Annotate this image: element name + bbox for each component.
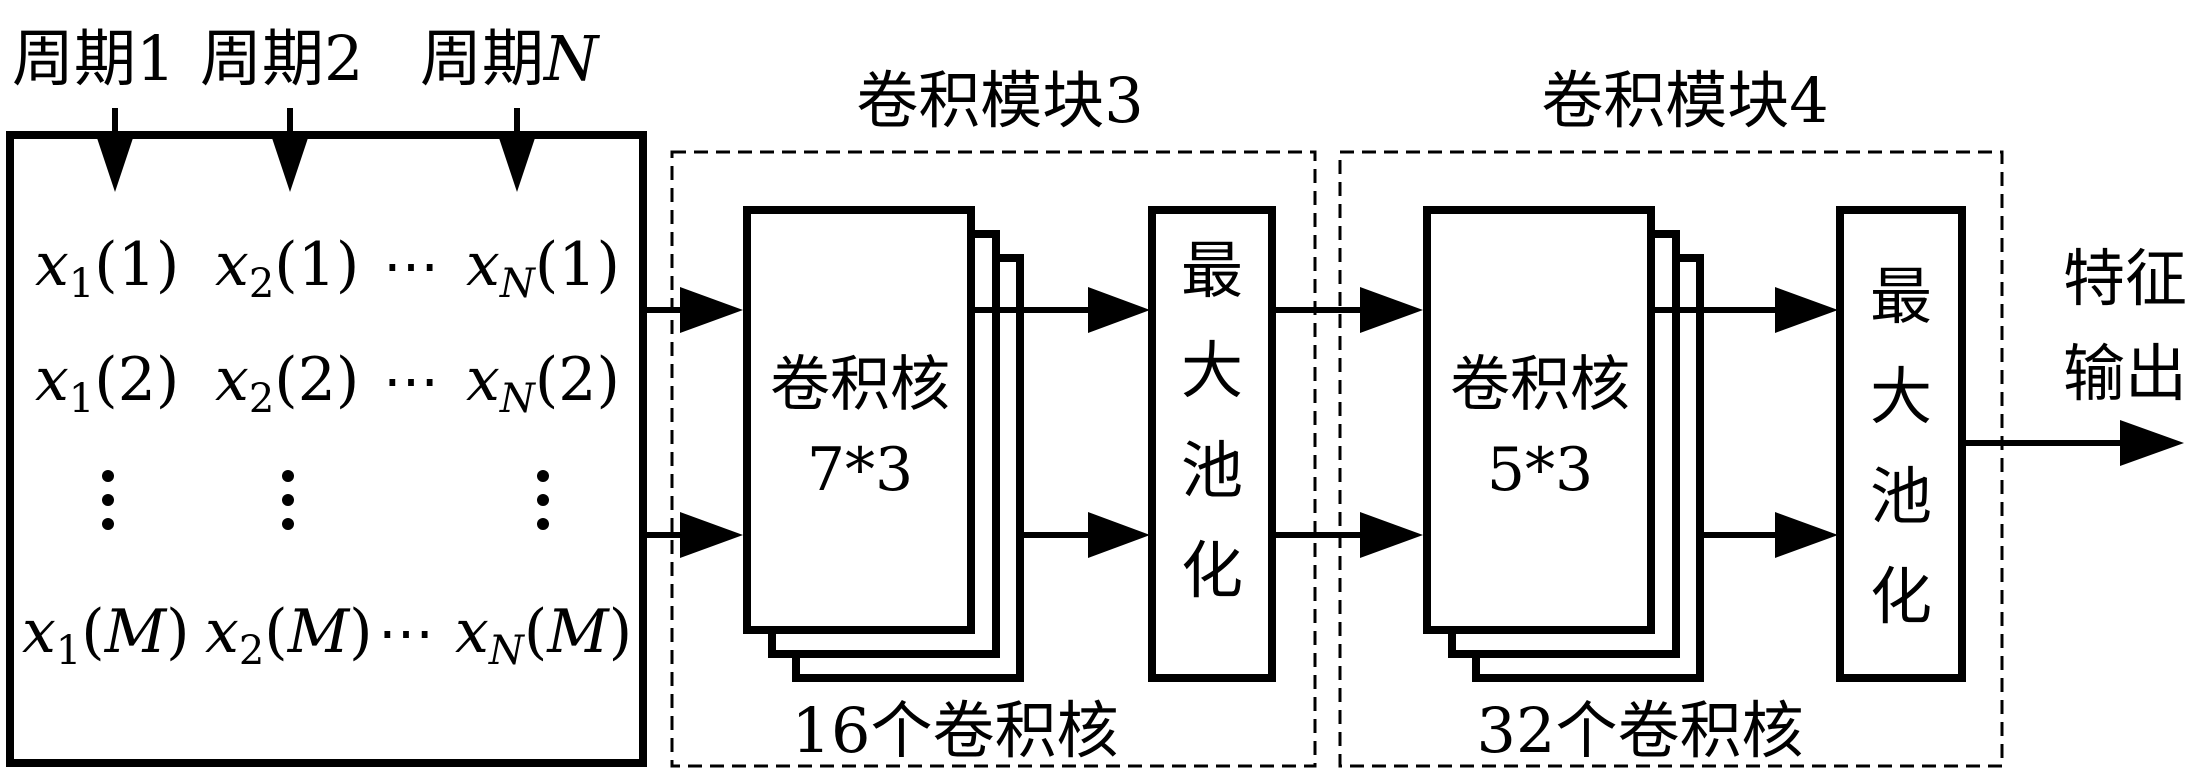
- pool-to-conv-arrow-top-head: [1360, 287, 1423, 333]
- max-pooling-label-char: 化: [1870, 560, 1932, 633]
- matrix-cell: x1(M): [22, 597, 190, 674]
- kernel-count-label: 16个卷积核: [792, 694, 1119, 767]
- conv-kernel-size: 5*3: [1487, 435, 1593, 505]
- output-label-line1: 特征: [2063, 242, 2187, 315]
- max-pooling-box: [1836, 206, 1966, 682]
- period-arrows: [97, 108, 535, 192]
- input-arrow-top-head: [680, 287, 743, 333]
- module-title: 卷积模块4: [1541, 64, 1828, 137]
- kernel-count-label: 32个卷积核: [1477, 694, 1804, 767]
- period-label-2: 周期2: [200, 22, 363, 95]
- conv-kernel-layer-front: [743, 206, 975, 634]
- matrix-cell: x2(M): [205, 597, 373, 674]
- conv-to-pool-arrow-top-head: [1088, 287, 1150, 333]
- vertical-ellipsis-dot: [282, 494, 294, 506]
- max-pooling-label-char: 大: [1181, 334, 1243, 407]
- conv-kernel-label: 卷积核: [1450, 350, 1630, 420]
- max-pooling-label-char: 池: [1181, 434, 1243, 507]
- conv-kernel-size: 7*3: [807, 435, 913, 505]
- conv-to-pool-arrow-bottom-head: [1775, 512, 1838, 558]
- matrix-cell: xN(M): [455, 597, 632, 674]
- matrix-cell: xN(2): [466, 345, 620, 422]
- vertical-ellipsis-dot: [102, 518, 114, 530]
- max-pooling-label-char: 最: [1870, 260, 1932, 333]
- vertical-ellipsis-dot: [537, 470, 549, 482]
- input-arrow-bottom-head: [680, 512, 743, 558]
- vertical-ellipsis-dot: [282, 470, 294, 482]
- max-pooling-box: [1148, 206, 1276, 682]
- vertical-ellipsis-dot: [102, 494, 114, 506]
- vertical-ellipsis-dot: [102, 470, 114, 482]
- conv-to-pool-arrow-top-head: [1775, 287, 1838, 333]
- conv-kernel-label: 卷积核: [770, 350, 950, 420]
- output-arrow-head: [2120, 420, 2184, 466]
- vertical-ellipsis-dot: [282, 518, 294, 530]
- vertical-ellipsis-group: [102, 470, 549, 530]
- max-pooling-label-char: 大: [1870, 360, 1932, 433]
- period-label-1: 周期1: [12, 22, 175, 95]
- input-matrix: x1(1) x2(1) ⋯ xN(1) x1(2) x2(2) ⋯ xN(2) …: [22, 230, 632, 674]
- module-title: 卷积模块3: [856, 64, 1143, 137]
- matrix-row: x1(2) x2(2) ⋯ xN(2): [35, 345, 620, 422]
- matrix-row: x1(1) x2(1) ⋯ xN(1): [35, 230, 620, 307]
- module-dashed-border: [670, 150, 1317, 768]
- max-pooling-label-char: 化: [1181, 534, 1243, 607]
- horizontal-ellipsis: ⋯: [383, 349, 439, 414]
- matrix-row: x1(M) x2(M) ⋯ xN(M): [22, 597, 632, 674]
- period-labels: 周期1 周期2 周期N: [12, 22, 601, 95]
- pool-to-conv-arrow-bottom-head: [1360, 512, 1423, 558]
- matrix-cell: x2(2): [215, 345, 359, 422]
- max-pooling-label-char: 池: [1870, 460, 1932, 533]
- output-label-line2: 输出: [2063, 337, 2187, 410]
- matrix-cell: x1(2): [35, 345, 179, 422]
- module-dashed-border: [1338, 150, 2004, 768]
- horizontal-ellipsis: ⋯: [378, 601, 434, 666]
- period-arrow-n-head: [499, 138, 535, 192]
- feature-output: 特征 输出: [1966, 242, 2187, 466]
- input-matrix-box: [6, 131, 647, 767]
- max-pooling-label-char: 最: [1181, 234, 1243, 307]
- matrix-cell: x1(1): [35, 230, 179, 307]
- period-arrow-1-head: [97, 138, 133, 192]
- conv-module-1: 卷积模块3 卷积核 7*3 最 大 池 化 16个卷积核: [647, 64, 1317, 768]
- vertical-ellipsis-dot: [537, 518, 549, 530]
- vertical-ellipsis-dot: [537, 494, 549, 506]
- period-label-n: 周期N: [420, 22, 601, 95]
- period-arrow-2-head: [272, 138, 308, 192]
- conv-kernel-layer-front: [1423, 206, 1655, 634]
- horizontal-ellipsis: ⋯: [383, 234, 439, 299]
- matrix-cell: xN(1): [466, 230, 620, 307]
- conv-module-2: 卷积模块4 卷积核 5*3 最 大 池 化 32个卷积核: [1276, 64, 2004, 768]
- matrix-cell: x2(1): [215, 230, 359, 307]
- conv-to-pool-arrow-bottom-head: [1088, 512, 1150, 558]
